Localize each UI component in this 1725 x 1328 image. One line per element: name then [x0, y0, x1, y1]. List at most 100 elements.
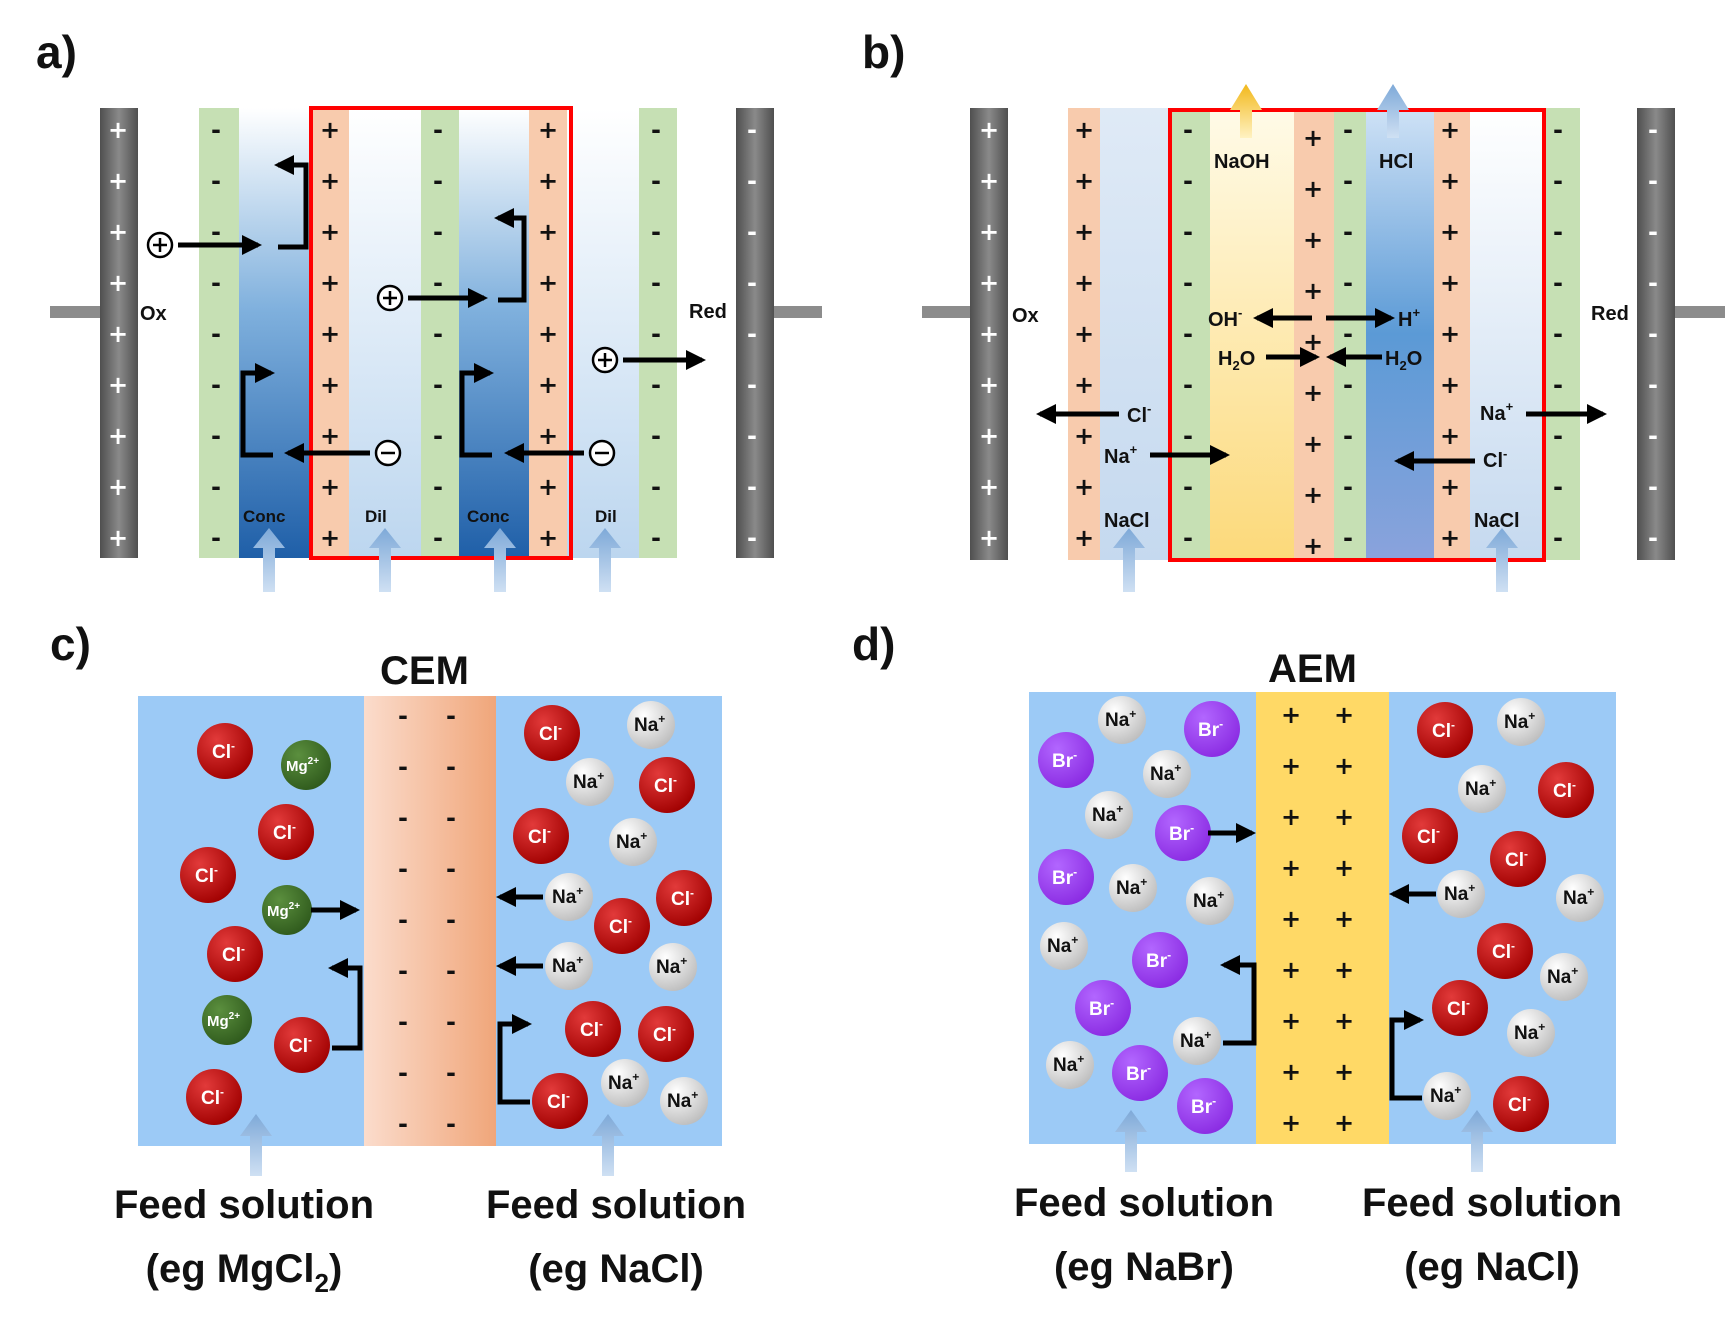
hcl-compartment: [1366, 108, 1434, 560]
anode-electrode-b: [970, 108, 1008, 560]
feed-right-line2: (eg NaCl): [528, 1247, 704, 1291]
br-ion: Br-: [1184, 701, 1240, 757]
svg-text:-: -: [433, 371, 443, 399]
svg-text:-: -: [1343, 371, 1353, 399]
svg-text:-: -: [446, 1110, 456, 1138]
svg-text:+: +: [1281, 752, 1301, 780]
svg-text:+: +: [538, 320, 558, 348]
svg-text:-: -: [651, 167, 661, 195]
svg-text:+: +: [1074, 269, 1094, 297]
svg-text:-: -: [433, 422, 443, 450]
na-ion: Na+: [1507, 1009, 1555, 1057]
svg-text:+: +: [538, 422, 558, 450]
svg-text:-: -: [398, 855, 408, 883]
svg-text:Na+: Na+: [1092, 802, 1123, 826]
cem-membrane: [364, 696, 496, 1146]
svg-text:+: +: [979, 473, 999, 501]
cathode-electrode-b: [1637, 108, 1675, 560]
svg-text:-: -: [1553, 371, 1563, 399]
svg-text:+: +: [1334, 752, 1354, 780]
na-ion: Na+: [1437, 870, 1485, 918]
svg-text:Br-: Br-: [1198, 717, 1223, 741]
anode-wire: [50, 306, 102, 318]
cl-ion: Cl-: [186, 1069, 242, 1125]
repeating-unit-box-b: [1168, 108, 1546, 562]
panel-c: c) CEM -- -- -- -- -- -- -- -- -- Cl- Mg…: [50, 618, 746, 1298]
dil-compartment-2: [567, 108, 639, 558]
svg-text:-: -: [1648, 167, 1658, 195]
h2o-label-left: H2O: [1218, 348, 1255, 373]
svg-text:-: -: [1648, 524, 1658, 552]
svg-text:Cl-: Cl-: [289, 1033, 312, 1057]
svg-text:-: -: [433, 473, 443, 501]
svg-text:+: +: [538, 524, 558, 552]
na-label-right: Na+: [1480, 399, 1514, 425]
na-ion: Na+: [566, 758, 614, 806]
oh-label: OH-: [1208, 305, 1242, 331]
hcl-out-arrow: [1377, 84, 1409, 138]
mg-ion: Mg2+: [202, 995, 252, 1045]
svg-text:+: +: [1074, 116, 1094, 144]
svg-text:-: -: [1553, 116, 1563, 144]
cem-title: CEM: [380, 649, 469, 693]
svg-text:+: +: [1281, 1007, 1301, 1035]
anode-signs: ++ ++ ++ ++ +: [108, 116, 128, 552]
svg-text:Cl-: Cl-: [609, 914, 632, 938]
svg-text:-: -: [1183, 320, 1193, 348]
br-ion: Br-: [1155, 805, 1211, 861]
svg-text:-: -: [1183, 473, 1193, 501]
aem-b-2: [1434, 108, 1470, 560]
svg-text:-: -: [433, 116, 443, 144]
svg-text:+: +: [1303, 175, 1323, 203]
na-ion: Na+: [1186, 877, 1234, 925]
svg-text:-: -: [1343, 320, 1353, 348]
svg-text:-: -: [651, 320, 661, 348]
cl-ion: Cl-: [197, 723, 253, 779]
na-ion: Na+: [1423, 1072, 1471, 1120]
svg-text:+: +: [1440, 218, 1460, 246]
svg-text:+: +: [108, 269, 128, 297]
svg-text:-: -: [651, 422, 661, 450]
svg-text:-: -: [1343, 167, 1353, 195]
svg-text:Cl-: Cl-: [1432, 718, 1455, 742]
svg-text:Na+: Na+: [608, 1070, 639, 1094]
feed-arrow-d-left: [1115, 1110, 1147, 1172]
cl-ion: Cl-: [656, 870, 712, 926]
svg-text:+: +: [979, 167, 999, 195]
svg-text:-: -: [1648, 116, 1658, 144]
svg-text:-: -: [1343, 422, 1353, 450]
svg-text:Cl-: Cl-: [1417, 824, 1440, 848]
svg-text:+: +: [538, 371, 558, 399]
svg-text:Cl-: Cl-: [1492, 939, 1515, 963]
svg-text:-: -: [1343, 269, 1353, 297]
svg-text:-: -: [433, 320, 443, 348]
svg-text:-: -: [446, 702, 456, 730]
svg-text:+: +: [1074, 422, 1094, 450]
svg-text:+: +: [1281, 1109, 1301, 1137]
svg-text:+: +: [979, 320, 999, 348]
svg-text:-: -: [747, 524, 757, 552]
svg-text:+: +: [1440, 422, 1460, 450]
svg-text:Br-: Br-: [1169, 821, 1194, 845]
svg-text:-: -: [1343, 116, 1353, 144]
na-ion: Na+: [1458, 765, 1506, 813]
membrane-signs-a: --------- +++++++++ --------- +++++++++ …: [211, 116, 661, 552]
svg-text:Na+: Na+: [1444, 881, 1475, 905]
svg-text:-: -: [398, 1110, 408, 1138]
ions-c-left: Cl- Mg2+ Cl- Cl- Mg2+ Cl- Mg2+ Cl- Cl-: [180, 723, 331, 1125]
cl-ion: Cl-: [1477, 923, 1533, 979]
svg-text:-: -: [433, 167, 443, 195]
svg-text:-: -: [1553, 269, 1563, 297]
svg-text:-: -: [1553, 218, 1563, 246]
svg-text:+: +: [1303, 277, 1323, 305]
svg-text:+: +: [320, 269, 340, 297]
svg-text:-: -: [211, 320, 221, 348]
svg-text:+: +: [538, 116, 558, 144]
svg-text:+: +: [108, 524, 128, 552]
svg-text:-: -: [433, 218, 443, 246]
svg-text:Na+: Na+: [1547, 964, 1578, 988]
svg-text:+: +: [1303, 532, 1323, 560]
svg-text:Cl-: Cl-: [580, 1017, 603, 1041]
svg-text:+: +: [1334, 803, 1354, 831]
svg-text:-: -: [211, 422, 221, 450]
